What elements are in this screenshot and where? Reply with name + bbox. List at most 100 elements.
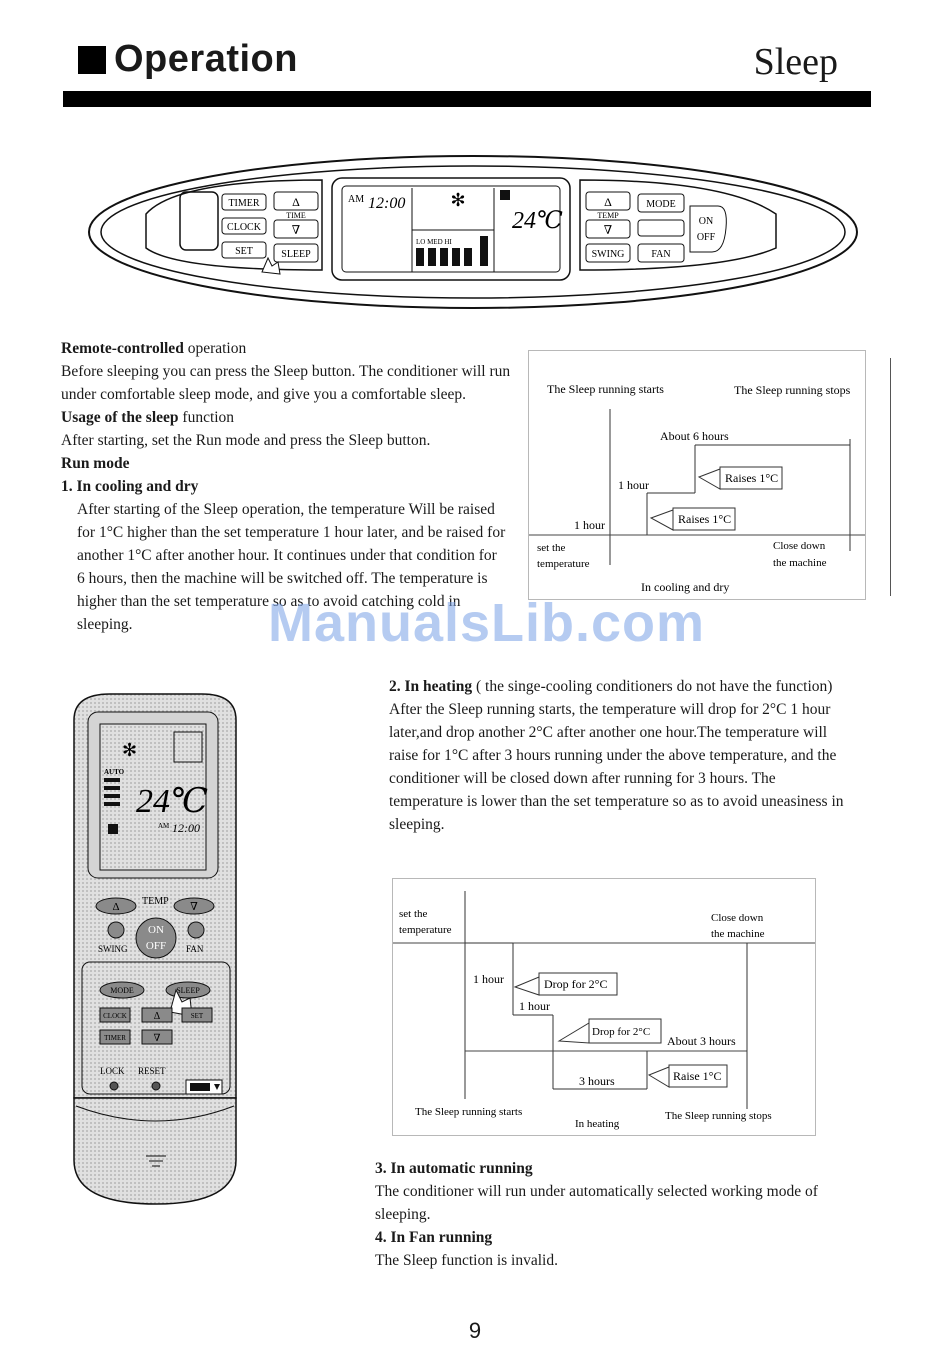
usage-heading: Usage of the sleep function (61, 406, 511, 429)
auto-fan-section: 3. In automatic running The conditioner … (375, 1157, 835, 1272)
remote-temp-label: TEMP (142, 896, 169, 907)
remote-reset-button[interactable] (151, 1081, 161, 1091)
panel-clock-label: CLOCK (227, 222, 262, 233)
cooling-stop-label: The Sleep running stops (734, 383, 851, 397)
remote-timer-label: TIMER (104, 1034, 126, 1042)
intro-section: Remote-controlled operation Before sleep… (61, 337, 511, 636)
down-arrow-icon: ∇ (154, 1033, 161, 1044)
auto-title: 3. In automatic running (375, 1160, 533, 1177)
intro-heading: Remote-controlled operation (61, 337, 511, 360)
heating-close-label: Close down (711, 912, 764, 924)
heating-hour1-label: 1 hour (473, 972, 504, 986)
remote-mode-button[interactable]: MODE (99, 981, 145, 999)
fan-heading: 4. In Fan running (375, 1226, 835, 1249)
cooling-paragraph: After starting of the Sleep operation, t… (77, 501, 506, 633)
down-arrow-icon: ∇ (190, 901, 198, 913)
fan-title: 4. In Fan running (375, 1229, 493, 1246)
heating-machine-label: the machine (711, 928, 765, 940)
down-arrow-icon: ∇ (604, 223, 612, 237)
panel-receiver (179, 191, 219, 251)
remote-clock-label: CLOCK (103, 1012, 127, 1020)
bullet-square-icon (78, 45, 106, 74)
heating-diagram: set the temperature Close down the machi… (392, 878, 816, 1136)
heating-paragraph: After the Sleep running starts, the temp… (389, 701, 844, 833)
cooling-set-label: set the (537, 542, 566, 554)
heating-about3-label: About 3 hours (667, 1034, 736, 1048)
panel-timer-label: TIMER (228, 198, 259, 209)
panel-blank-button[interactable] (637, 219, 685, 237)
panel-temp-label: TEMP (597, 211, 619, 220)
heating-hour2-label: 1 hour (519, 999, 550, 1013)
remote-lcd-am: AM (158, 822, 170, 830)
panel-onoff-button[interactable]: ON OFF (689, 205, 727, 253)
heating-heading: 2. In heating ( the singe-cooling condit… (389, 675, 844, 698)
intro-heading-rest: operation (183, 340, 247, 357)
heating-section: 2. In heating ( the singe-cooling condit… (389, 675, 844, 836)
remote-clock-button[interactable]: CLOCK (99, 1007, 131, 1023)
usage-paragraph: After starting, set the Run mode and pre… (61, 432, 431, 449)
cooling-hour1-label: 1 hour (618, 478, 649, 492)
panel-sleep-button[interactable]: SLEEP (273, 243, 319, 263)
heating-start-label: The Sleep running starts (415, 1106, 522, 1118)
remote-lock-button[interactable] (109, 1081, 119, 1091)
up-arrow-icon: Δ (604, 195, 612, 209)
heating-hours3-label: 3 hours (579, 1074, 615, 1088)
snowflake-icon: ✻ (450, 190, 465, 210)
fan-paragraph: The Sleep function is invalid. (375, 1252, 558, 1269)
lcd-am: AM (348, 194, 364, 205)
remote-timer-button[interactable]: TIMER (99, 1029, 131, 1045)
cooling-hour2-label: 1 hour (574, 518, 605, 532)
auto-paragraph: The conditioner will run under automatic… (375, 1183, 818, 1223)
page-number: 9 (468, 1318, 482, 1343)
panel-time-down-button[interactable]: ∇ (273, 219, 319, 239)
panel-lcd (341, 185, 561, 273)
page-title: Operation (78, 38, 298, 81)
remote-onoff-button[interactable]: ON OFF (135, 917, 177, 959)
panel-time-up-button[interactable]: Δ (273, 191, 319, 211)
intro-heading-bold: Remote-controlled (61, 340, 184, 357)
remote-fan-button[interactable] (187, 921, 205, 939)
usage-heading-bold: Usage of the sleep (61, 409, 179, 426)
panel-mode-button[interactable]: MODE (637, 193, 685, 213)
panel-temp-up-button[interactable]: Δ (585, 191, 631, 211)
auto-heading: 3. In automatic running (375, 1157, 835, 1180)
remote-moon-icon (108, 824, 118, 834)
panel-on-label: ON (699, 216, 713, 227)
heating-raise1-label: Raise 1°C (673, 1069, 721, 1083)
remote-lcd-temp: 24℃ (136, 783, 208, 820)
remote-sleep-button[interactable]: SLEEP (165, 981, 211, 999)
up-arrow-icon: Δ (112, 901, 119, 913)
remote-lcd-clock: 12:00 (172, 821, 200, 835)
panel-timer-button[interactable]: TIMER (221, 193, 267, 211)
lcd-fan-bars (416, 236, 488, 266)
run-mode-text: Run mode (61, 455, 130, 472)
up-arrow-icon: Δ (292, 195, 300, 209)
remote-temp-down-button[interactable]: ∇ (173, 897, 215, 915)
remote-set-button[interactable]: SET (181, 1007, 213, 1023)
panel-swing-button[interactable]: SWING (585, 243, 631, 263)
remote-fan-label: FAN (186, 944, 204, 954)
cooling-diagram: The Sleep running starts The Sleep runni… (528, 350, 866, 600)
heating-drop1-label: Drop for 2°C (544, 977, 607, 991)
heating-temperature-label: temperature (399, 924, 452, 936)
remote-lcd-auto: AUTO (104, 768, 125, 776)
remote-time-down-button[interactable]: ∇ (141, 1029, 173, 1045)
pointing-hand-icon (261, 256, 281, 275)
header-rule (63, 91, 871, 107)
remote-off-label: OFF (146, 940, 166, 952)
run-mode-heading: Run mode (61, 452, 511, 475)
remote-lock-label: LOCK (100, 1066, 125, 1076)
panel-clock-button[interactable]: CLOCK (221, 217, 267, 235)
panel-sleep-label: SLEEP (281, 249, 311, 260)
usage-heading-rest: function (178, 409, 235, 426)
panel-temp-down-button[interactable]: ∇ (585, 219, 631, 239)
cooling-temperature-label: temperature (537, 558, 590, 570)
remote-mode-label: MODE (110, 986, 134, 995)
remote-swing-button[interactable] (107, 921, 125, 939)
remote-temp-up-button[interactable]: Δ (95, 897, 137, 915)
panel-fan-button[interactable]: FAN (637, 243, 685, 263)
remote-base-icon (146, 1155, 166, 1167)
remote-time-up-button[interactable]: Δ (141, 1007, 173, 1023)
remote-set-label: SET (191, 1012, 204, 1020)
panel-set-button[interactable]: SET (221, 241, 267, 259)
